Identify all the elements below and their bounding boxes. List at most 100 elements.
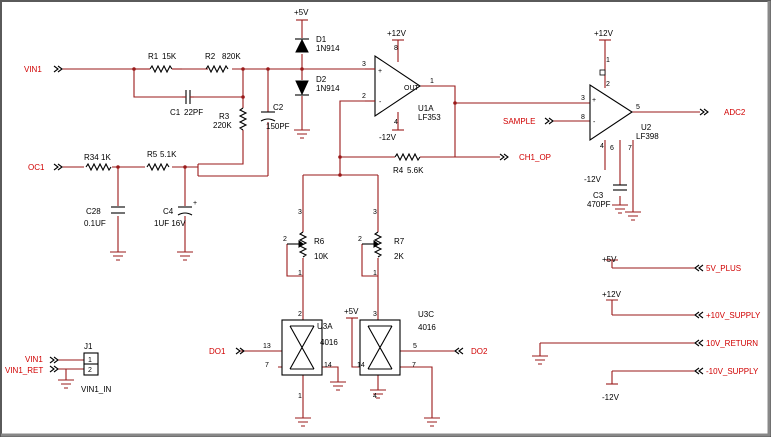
j1-value: VIN1_IN [81,385,111,394]
pin-number: 3 [298,209,302,216]
d1-value: 1N914 [316,44,340,53]
opamp-minus-sign: - [593,119,596,126]
r3-value: 220K [213,121,232,130]
c1-label: C1 [170,108,181,117]
u1a-label: U1A [418,104,434,113]
junction-dots [116,67,457,177]
d2-label: D2 [316,75,327,84]
pin-number: 7 [412,362,416,369]
r5-value: 5.1K [160,150,177,159]
d1-diode [295,38,309,53]
net-label-ch1-op: CH1_OP [519,153,551,162]
ground-symbol [370,389,440,427]
power-label-m12v: -12V [602,393,620,402]
d2-value: 1N914 [316,84,340,93]
u3a-analog-switch [281,319,323,376]
c1-value: 22PF [184,108,203,117]
u2-value: LF398 [636,132,659,141]
c3-value: 470PF [587,200,611,209]
r6-potentiometer [287,231,308,258]
r1-label: R1 [148,52,159,61]
r6-value: 10K [314,252,329,261]
r6-label: R6 [314,237,325,246]
pin-number: 7 [265,362,269,369]
pin-number: 2 [358,236,362,243]
power-label-5v: +5V [344,307,359,316]
power-label-12v: +12V [602,290,622,299]
pin-number: 1 [430,78,434,85]
c1-capacitor [182,90,194,104]
c28-label: C28 [86,207,101,216]
u3c-analog-switch [359,319,401,376]
c2-capacitor [260,111,276,122]
c28-capacitor [111,206,125,214]
pin-number: 2 [298,311,302,318]
pin-number: 8 [581,114,585,121]
pin-number: 3 [362,61,366,68]
net-label-do1: DO1 [209,347,226,356]
r7-potentiometer [362,231,383,258]
pin-number: 4 [394,119,398,126]
u3a-label: U3A [317,322,333,331]
power-label-12v: +12V [387,29,407,38]
pin-number: 14 [357,362,365,369]
c4-capacitor: + [177,200,197,216]
power-label-12v: +12V [594,29,614,38]
opamp-minus-sign: - [379,99,382,106]
pin-number: 5 [636,104,640,111]
net-port-arrows [49,65,709,375]
net-label-5v-plus: 5V_PLUS [706,264,741,273]
u3a-value: 4016 [320,338,338,347]
r3-resistor [238,107,248,131]
net-label-do2: DO2 [471,347,488,356]
wires [58,20,700,418]
ground-symbol [58,379,74,389]
r1-resistor [134,64,182,74]
pin-number: 13 [263,343,271,350]
power-label-m12v: -12V [584,175,602,184]
pin-number: 1 [298,393,302,400]
pin-number: 7 [628,145,632,152]
ground-symbol [294,129,310,139]
u2-label: U2 [641,123,652,132]
pin-number: 2 [362,93,366,100]
net-label-vin1-ret: VIN1_RET [5,366,43,375]
r4-value: 5.6K [407,166,424,175]
c2-value: 150PF [266,122,290,131]
opamp-plus-sign: + [378,68,382,75]
r34-resistor [85,162,112,172]
j1-label: J1 [84,342,93,351]
power-label-m12v: -12V [379,133,397,142]
r2-resistor [182,64,229,74]
r5-label: R5 [147,150,158,159]
pin-number: 2 [606,81,610,88]
c3-label: C3 [593,191,604,200]
power-label-5v: +5V [294,8,309,17]
u3c-value: 4016 [418,323,436,332]
pin-number: 6 [610,145,614,152]
r7-label: R7 [394,237,405,246]
c4-value: 1UF 16V [154,219,186,228]
pin-number: 3 [581,95,585,102]
j1-connector [83,352,99,376]
r2-label: R2 [205,52,216,61]
ground-symbol [110,251,193,261]
pin-number: 2 [88,367,92,374]
net-label-oc1: OC1 [28,163,45,172]
pin-number: 2 [283,236,287,243]
pin-number: 4 [373,393,377,400]
net-label-m10v-supply: -10V_SUPPLY [706,367,759,376]
r1-value: 15K [162,52,177,61]
pin-number: 4 [600,143,604,150]
net-label-vin1: VIN1 [24,65,42,74]
r5-resistor [146,162,170,172]
pin-number: 14 [324,362,332,369]
net-label-10v-return: 10V_RETURN [706,339,758,348]
c28-value: 0.1UF [84,219,106,228]
pin-number: 8 [394,45,398,52]
r4-label: R4 [393,166,404,175]
c3-capacitor [613,184,627,191]
net-label-10v-supply: +10V_SUPPLY [706,311,761,320]
